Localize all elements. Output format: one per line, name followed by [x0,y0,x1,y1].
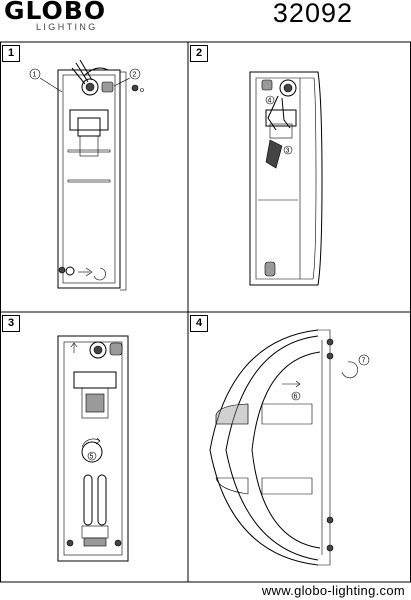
brand-logo: GLOBO LIGHTING [4,0,106,32]
panel-1-callout-2: 2 [133,72,137,79]
website-url: www.globo-lighting.com [261,583,405,598]
brand-subtitle: LIGHTING [36,22,98,32]
panel-1-callout-1: 1 [33,72,37,79]
panel-1-number: 1 [2,45,20,62]
model-number: 32092 [272,0,353,28]
panel-4-number: 4 [190,315,208,332]
panel-3-callout-5: 5 [90,454,94,461]
panel-4-callout-7: 7 [362,358,366,365]
panel-2-callout-3: 3 [286,148,290,155]
panel-4-callout-6: 6 [294,394,298,401]
panel-2-number: 2 [190,45,208,62]
panel-2-callout-4: 4 [268,98,272,105]
panel-3-number: 3 [2,315,20,332]
brand-name: GLOBO [4,0,107,25]
